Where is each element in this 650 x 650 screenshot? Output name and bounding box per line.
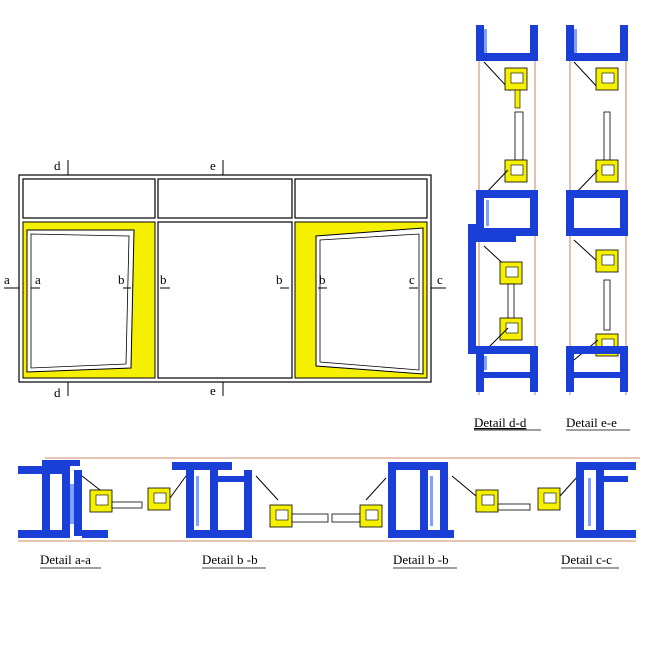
top-light-center <box>157 178 293 219</box>
top-light-left <box>22 178 156 219</box>
horizontal-sections <box>18 457 640 542</box>
caption-detail-c-c: Detail c-c <box>561 552 612 567</box>
right-sash <box>294 221 428 379</box>
mark-d-top: d <box>54 158 61 173</box>
mark-d-bottom: d <box>54 385 61 400</box>
left-sash <box>22 221 156 379</box>
detail-b-b-right-profile <box>331 462 531 538</box>
detail-a-a-profile <box>18 460 143 538</box>
detail-b-b-left-profile <box>147 462 329 538</box>
detail-e-e-section <box>566 25 628 395</box>
caption-detail-e-e: Detail e-e <box>566 415 617 430</box>
mark-b-1: b <box>118 272 125 287</box>
mark-c-inner: c <box>409 272 415 287</box>
caption-detail-b-b-right: Detail b -b <box>393 552 449 567</box>
mark-b-2: b <box>160 272 167 287</box>
mark-b-4: b <box>319 272 326 287</box>
mark-e-top: e <box>210 158 216 173</box>
mark-b-3: b <box>276 272 283 287</box>
caption-detail-b-b-left: Detail b -b <box>202 552 258 567</box>
detail-d-d-section <box>468 25 538 395</box>
mark-a-inner: a <box>35 272 41 287</box>
mark-a-outer: a <box>4 272 10 287</box>
detail-c-c-profile <box>537 462 636 538</box>
window-elevation: d e d e a a b b b b c c <box>4 158 446 400</box>
mark-c-outer: c <box>437 272 443 287</box>
mark-e-bottom: e <box>210 383 216 398</box>
center-fixed-panel <box>157 221 293 379</box>
top-light-right <box>294 178 428 219</box>
caption-detail-a-a: Detail a-a <box>40 552 91 567</box>
caption-detail-d-d: Detail d-d <box>474 415 527 430</box>
